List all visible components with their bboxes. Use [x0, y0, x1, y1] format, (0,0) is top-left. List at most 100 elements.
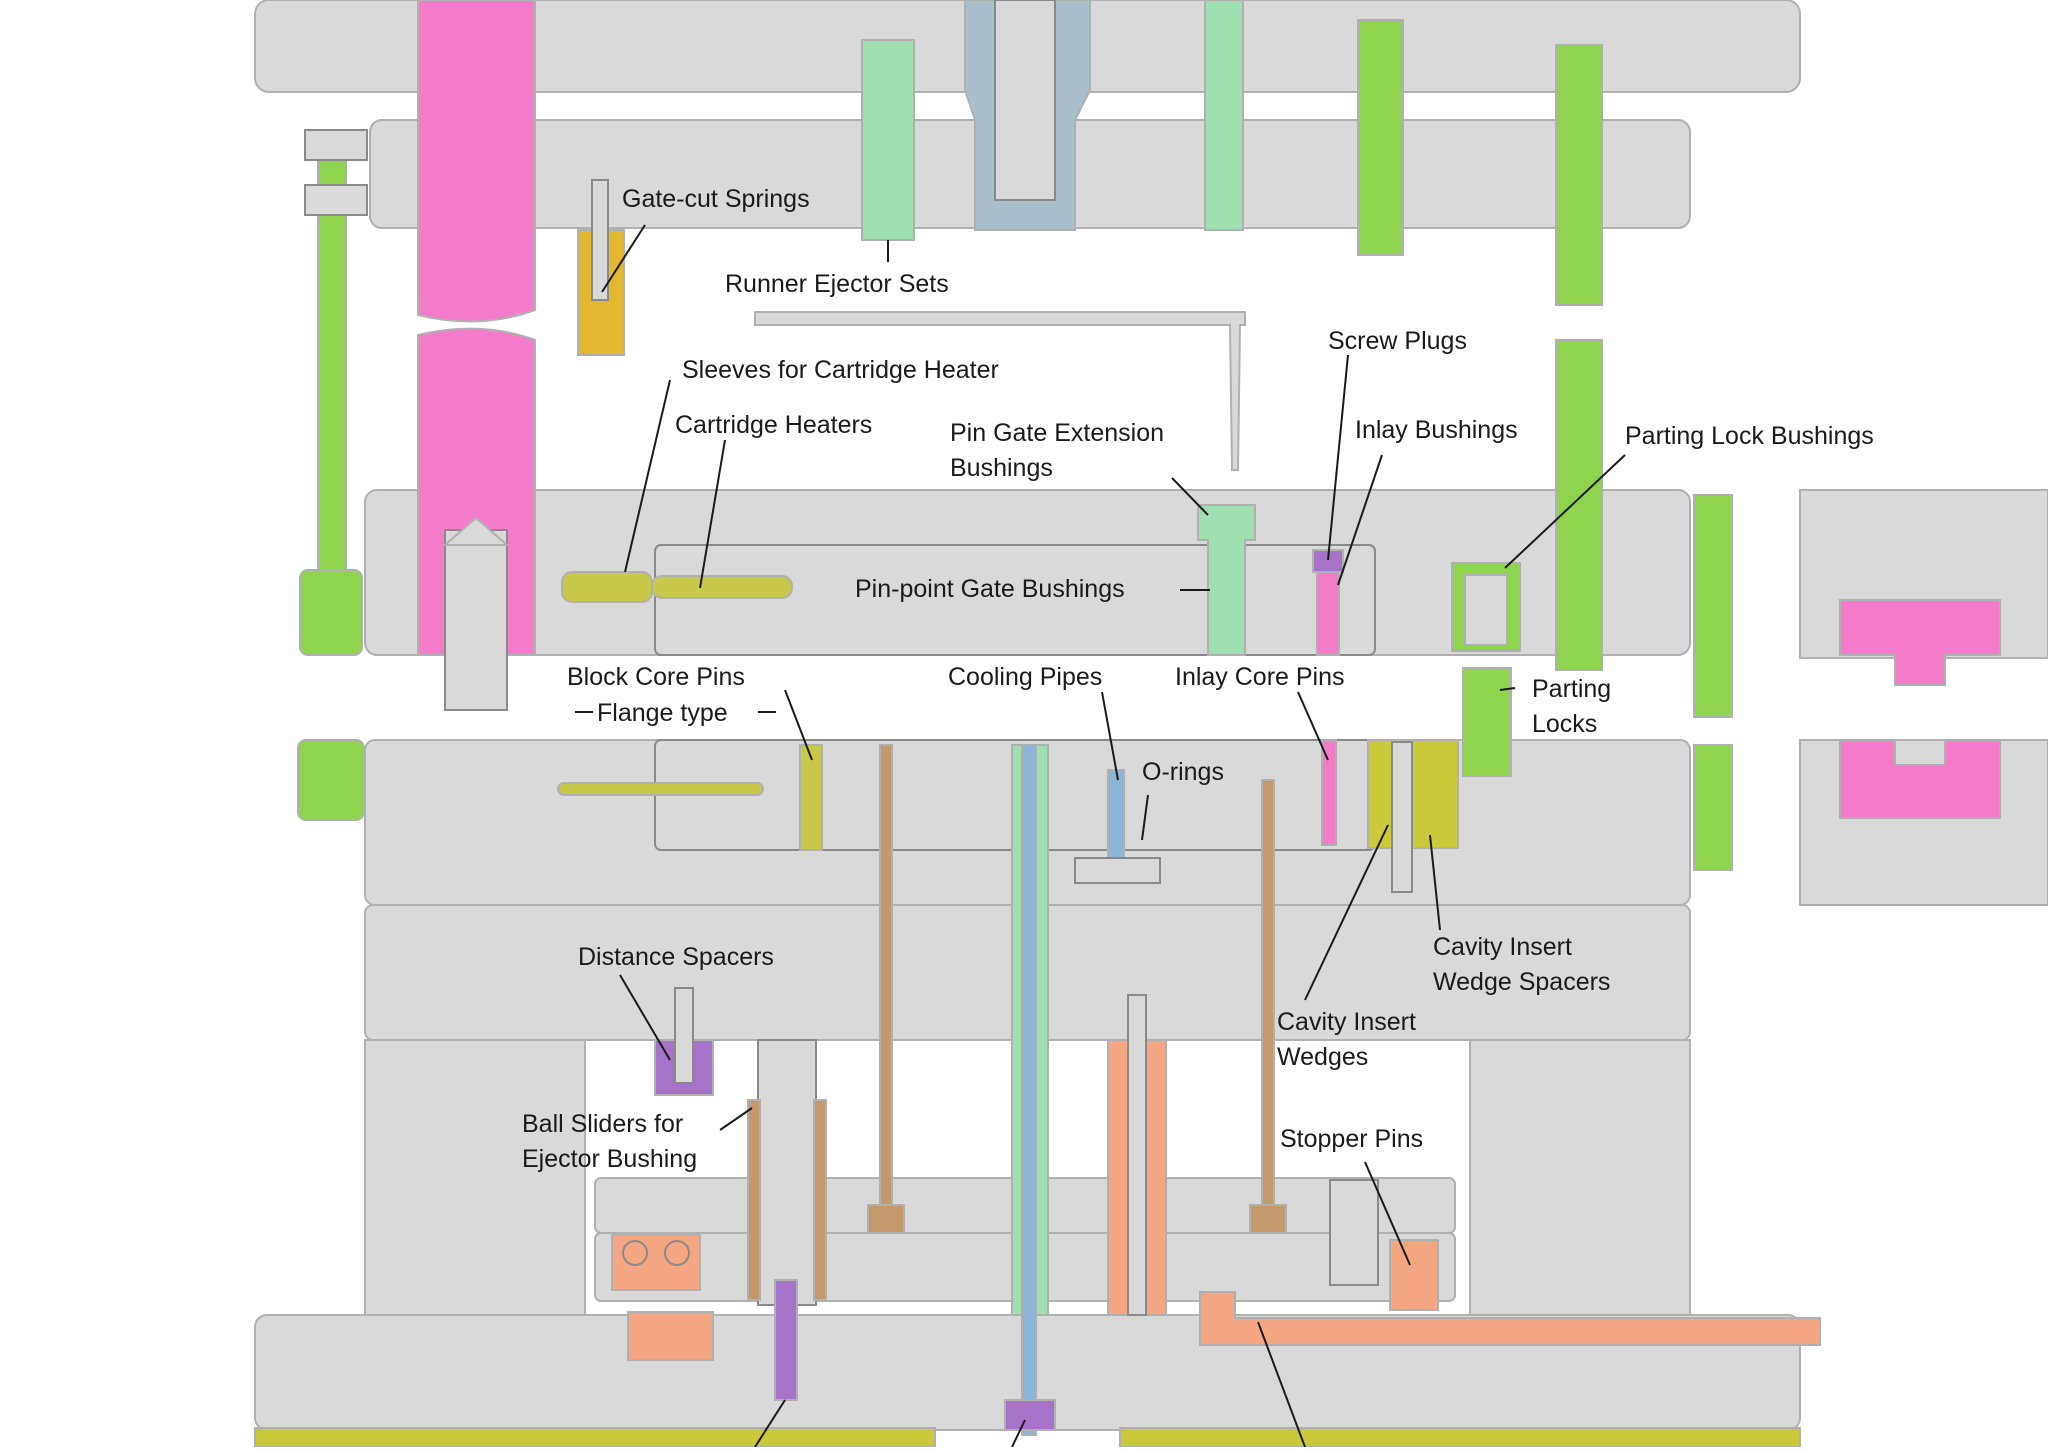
leader-lines [575, 224, 1626, 1448]
distance-spacer-bolt [674, 987, 694, 1084]
ball-slider-left [747, 1099, 761, 1301]
mounting-rail-right [1119, 1427, 1801, 1448]
cooling-pipe-inner [1021, 744, 1037, 1436]
label-cavity-insert-wedge-spacers-2: Wedge Spacers [1433, 968, 1610, 996]
block-core-pin-bar [557, 782, 764, 796]
gate-cut-spring [577, 179, 625, 356]
cavity-insert-wedge-bolt [1391, 741, 1413, 893]
leader-ball-sliders [719, 1107, 753, 1131]
green-guide-head [299, 569, 363, 656]
parting-lock-rod [1555, 44, 1603, 306]
parting-lock [1462, 667, 1512, 777]
guide-pillar-bushing [444, 529, 508, 711]
core-pin-1 [879, 744, 893, 1216]
label-block-core-pins-1: Block Core Pins [567, 663, 745, 691]
pin-gate-extension-bushing [1197, 504, 1256, 656]
parting-lock-bushing-inner [1464, 574, 1508, 646]
green-guide-clamp [304, 129, 368, 161]
cavity-plate-inner [654, 544, 1376, 656]
leader-sleeves [624, 379, 671, 573]
leader-parting-lock-bushings [1504, 454, 1626, 569]
label-ball-sliders-2: Ejector Bushing [522, 1145, 697, 1173]
block-core-pin-flange [799, 744, 823, 851]
leader-cooling-pipes [1101, 691, 1119, 781]
sprue-core [994, 0, 1056, 201]
mounting-rail-left [254, 1427, 936, 1448]
leader-stopper-pins [1364, 1161, 1411, 1266]
label-pin-gate-extension-2: Bushings [950, 454, 1053, 482]
guide-pillar-tip [442, 516, 510, 546]
leader-o-rings [1141, 794, 1149, 841]
ball-circle-1 [622, 1240, 648, 1266]
label-sleeves-cartridge-heater: Sleeves for Cartridge Heater [682, 356, 999, 384]
label-cavity-insert-wedges-1: Cavity Insert [1277, 1008, 1416, 1036]
label-o-rings: O-rings [1142, 758, 1224, 786]
label-gate-cut-springs: Gate-cut Springs [622, 185, 810, 213]
bottom-block [627, 1311, 714, 1361]
label-cooling-pipes: Cooling Pipes [948, 663, 1102, 691]
leader-bottom-3 [1257, 1321, 1306, 1448]
inlay-core-pin [1321, 739, 1337, 846]
ball-circle-2 [664, 1240, 690, 1266]
return-pin-rod [1127, 994, 1147, 1316]
purple-bolt-left [774, 1279, 798, 1401]
core-pin-2-head [1249, 1204, 1287, 1234]
side-clamp-upper [1839, 599, 2001, 686]
leader-cartridge-heaters [699, 439, 726, 589]
label-parting-lock-bushings: Parting Lock Bushings [1625, 422, 1874, 450]
runner [754, 311, 1246, 471]
leader-pin-gate-ext [1171, 477, 1209, 516]
label-inlay-bushings: Inlay Bushings [1355, 416, 1518, 444]
label-stopper-pins: Stopper Pins [1280, 1125, 1423, 1153]
leader-bottom-1 [754, 1399, 786, 1448]
leader-wedges [1304, 824, 1389, 1001]
cartridge-heater-sleeve [561, 571, 653, 603]
core-pin-1-head [867, 1204, 905, 1234]
leader-block-core-pins [784, 689, 813, 761]
label-ball-sliders-1: Ball Sliders for [522, 1110, 683, 1138]
label-pin-gate-extension-1: Pin Gate Extension [950, 419, 1164, 447]
leader-gate-cut-springs [601, 224, 646, 293]
components [297, 0, 2001, 1436]
pin-gate-column [1204, 0, 1244, 231]
green-guide-clamp-2 [304, 184, 368, 216]
spring-bolt [591, 179, 609, 301]
runner-ejector-set [861, 39, 915, 241]
guide-pillar [417, 0, 536, 323]
label-cavity-insert-wedge-spacers-1: Cavity Insert [1433, 933, 1572, 961]
label-distance-spacers: Distance Spacers [578, 943, 774, 971]
label-parting-locks-2: Locks [1532, 710, 1597, 738]
ejector-bushing-block [611, 1234, 701, 1291]
leader-screw-plugs [1327, 354, 1349, 561]
leader-wedge-spacers [1429, 834, 1441, 931]
spacer-block-left [364, 1039, 586, 1316]
stopper-pin-bolt [1329, 1179, 1379, 1286]
ball-slider-right [813, 1099, 827, 1301]
spacer-block-right [1469, 1039, 1691, 1316]
label-inlay-core-pins: Inlay Core Pins [1175, 663, 1345, 691]
leader-inlay-bushings [1337, 454, 1383, 586]
parting-lock-rod-lower [1555, 339, 1603, 671]
purple-bolt-center [1004, 1399, 1056, 1431]
green-sprue-top [1357, 19, 1404, 256]
inlay-bushing [1316, 571, 1340, 656]
parting-lock-side-lower [1693, 744, 1733, 871]
ejector-guide-pin [757, 1039, 817, 1306]
leader-parting-locks [1499, 687, 1516, 691]
ejector-rod [1199, 1291, 1821, 1346]
leader-distance-spacers [619, 974, 671, 1061]
label-pin-point-gate-bushings: Pin-point Gate Bushings [855, 575, 1125, 603]
o-ring-base [1074, 857, 1161, 884]
cartridge-heater [651, 575, 793, 599]
core-pin-2 [1261, 779, 1275, 1216]
o-ring [1107, 769, 1125, 866]
label-block-core-pins-2: Flange type [597, 699, 728, 727]
parting-lock-side [1693, 494, 1733, 718]
stopper-pin [1389, 1239, 1439, 1311]
label-cartridge-heaters: Cartridge Heaters [675, 411, 872, 439]
labels: Gate-cut Springs Runner Ejector Sets Sle… [522, 185, 1874, 1173]
label-runner-ejector-sets: Runner Ejector Sets [725, 270, 949, 298]
leader-bottom-2 [1011, 1419, 1026, 1448]
